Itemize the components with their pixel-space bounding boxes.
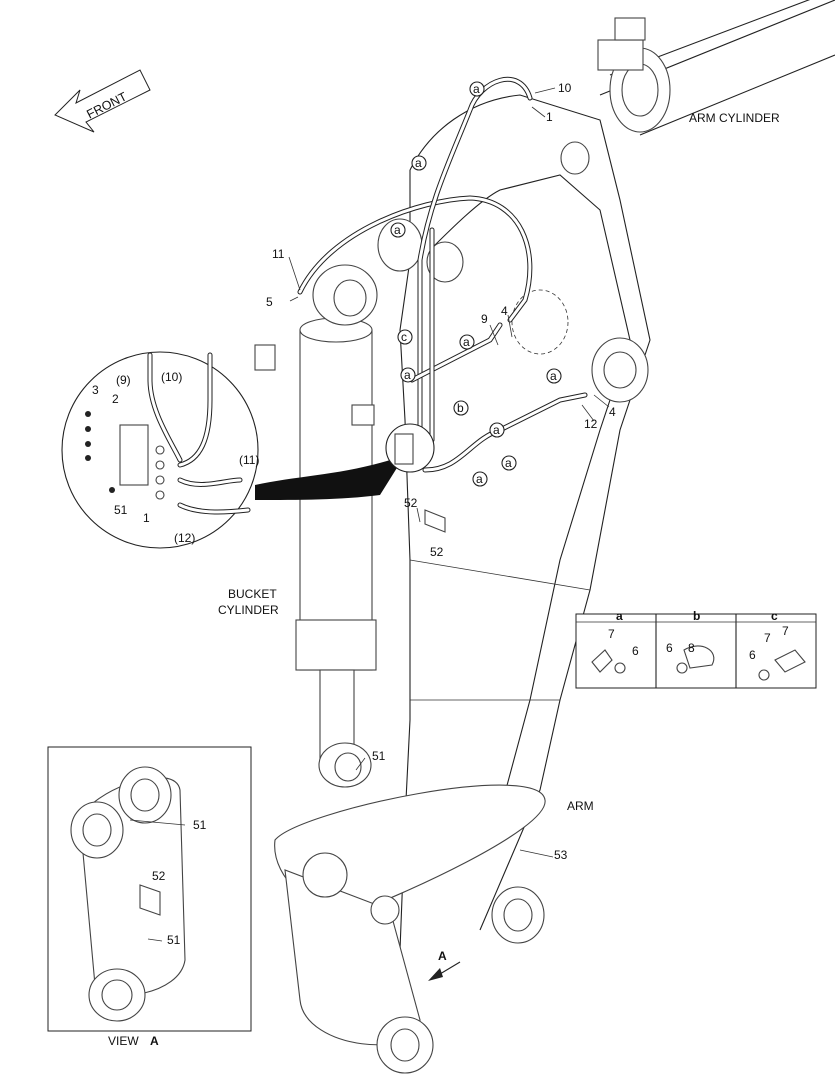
part-51-view-top: 51 (193, 818, 207, 832)
part-5: 5 (266, 295, 273, 309)
clip-a-3: a (394, 223, 401, 237)
part-51-main: 51 (372, 749, 386, 763)
part-4-right: 4 (609, 405, 616, 419)
legend-c-part-6: 6 (749, 648, 756, 662)
legend-b-part-6: 6 (666, 641, 673, 655)
view-label-prefix: VIEW (108, 1034, 139, 1048)
part-53: 53 (554, 848, 568, 862)
legend-a-part-7: 7 (608, 627, 615, 641)
clip-a-6: a (493, 423, 500, 437)
part-1-detail: 1 (143, 511, 150, 525)
view-a-inset (47, 746, 252, 1032)
view-arrow-letter: A (438, 949, 447, 963)
view-a-arrow (428, 961, 461, 981)
bucket-cylinder-label-2: CYLINDER (218, 603, 279, 617)
part-9: 9 (481, 312, 488, 326)
arm-label: ARM (567, 799, 594, 813)
clip-markers (390, 81, 562, 487)
clip-a-5: a (404, 368, 411, 382)
arm-structure (377, 94, 651, 951)
part-9-paren: (9) (116, 373, 131, 387)
part-12-paren: (12) (174, 531, 195, 545)
part-51-view-bottom: 51 (167, 933, 181, 947)
detail-circle (61, 351, 435, 549)
view-label-letter: A (150, 1034, 159, 1048)
part-10: 10 (558, 81, 572, 95)
part-2: 2 (112, 392, 119, 406)
clip-a-4: a (463, 335, 470, 349)
part-52-bottom: 52 (430, 545, 444, 559)
part-10-paren: (10) (161, 370, 182, 384)
leader-lines (129, 87, 610, 942)
part-52-top: 52 (404, 496, 418, 510)
part-1-top: 1 (546, 110, 553, 124)
arm-cylinder-label: ARM CYLINDER (689, 111, 780, 125)
hose-routing (297, 76, 588, 473)
part-52-view: 52 (152, 869, 166, 883)
clip-c-1: c (401, 330, 407, 344)
bracket-52 (424, 509, 446, 533)
part-3: 3 (92, 383, 99, 397)
part-12: 12 (584, 417, 598, 431)
legend-header-c: c (771, 609, 778, 623)
clip-a-9: a (476, 472, 483, 486)
legend-b-part-8: 8 (688, 641, 695, 655)
clip-a-8: a (505, 456, 512, 470)
clip-a-7: a (550, 369, 557, 383)
clip-b-1: b (457, 401, 464, 415)
legend-c-part-7b: 7 (782, 624, 789, 638)
clip-legend (575, 613, 817, 689)
arm-cylinder-drawing (597, 0, 835, 136)
part-11: 11 (272, 247, 285, 261)
bucket-linkage (274, 784, 546, 1074)
legend-header-b: b (693, 609, 700, 623)
bucket-cylinder-drawing (254, 264, 378, 788)
part-4-top: 4 (501, 304, 508, 318)
legend-c-part-7a: 7 (764, 631, 771, 645)
clip-a-2: a (415, 156, 422, 170)
front-arrow: FRONT (54, 69, 151, 133)
legend-a-part-6: 6 (632, 644, 639, 658)
part-11-paren: (11) (239, 453, 259, 467)
part-51-detail: 51 (114, 503, 128, 517)
legend-header-a: a (616, 609, 623, 623)
bucket-cylinder-label-1: BUCKET (228, 587, 277, 601)
clip-a-1: a (473, 82, 480, 96)
